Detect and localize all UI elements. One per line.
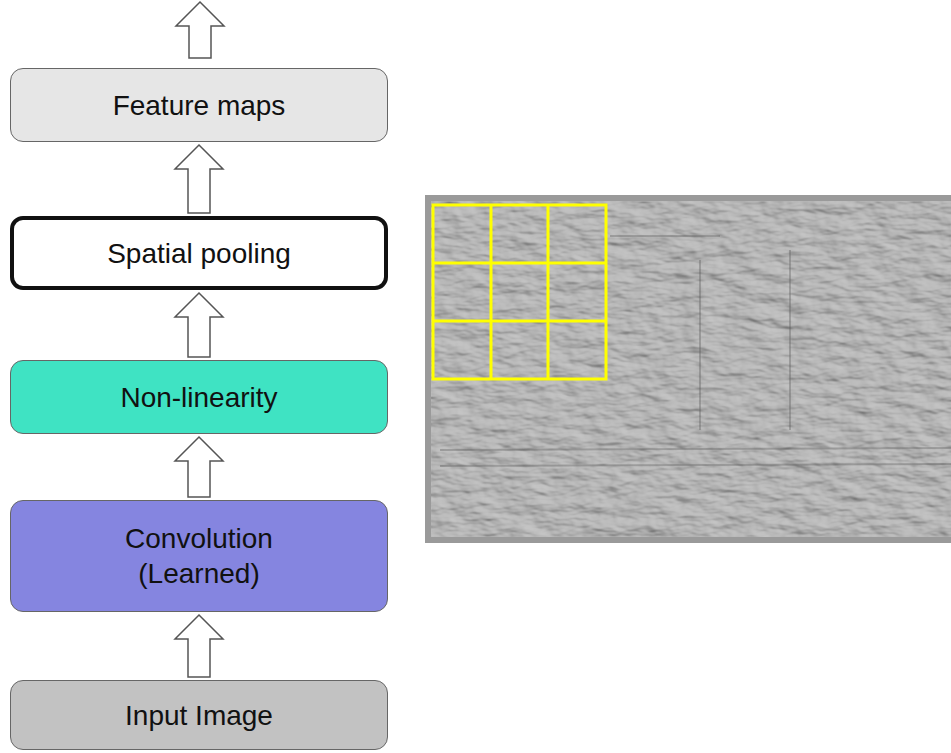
flow-arrow [175,437,223,497]
flow-arrow [175,615,223,677]
grid-line [433,262,606,265]
flow-arrow [175,293,223,357]
box-label: Input Image [125,698,273,733]
flow-arrow [175,145,223,213]
grid-outline [433,205,606,379]
output-arrow [176,2,224,58]
streak [440,464,951,466]
convolution-box: Convolution (Learned) [10,500,388,612]
input-box: Input Image [10,680,388,750]
grid-line [433,320,606,323]
streak [610,235,720,237]
output-box: Feature maps [10,68,388,142]
box-label: Non-linearity [120,380,277,415]
box-label: Spatial pooling [107,236,291,271]
grid-line [547,205,550,379]
nonlinearity-box: Non-linearity [10,360,388,434]
box-label: Feature maps [113,88,286,123]
feature-map-image [431,201,951,537]
box-label: Convolution (Learned) [99,521,299,591]
pooling-box: Spatial pooling [10,216,388,290]
feature-map-frame [425,195,951,543]
pooling-grid [433,205,606,379]
feature-map-streaks [440,236,951,466]
streak [440,448,951,450]
streak [789,250,791,430]
streak [699,260,701,430]
grid-line [490,205,493,379]
